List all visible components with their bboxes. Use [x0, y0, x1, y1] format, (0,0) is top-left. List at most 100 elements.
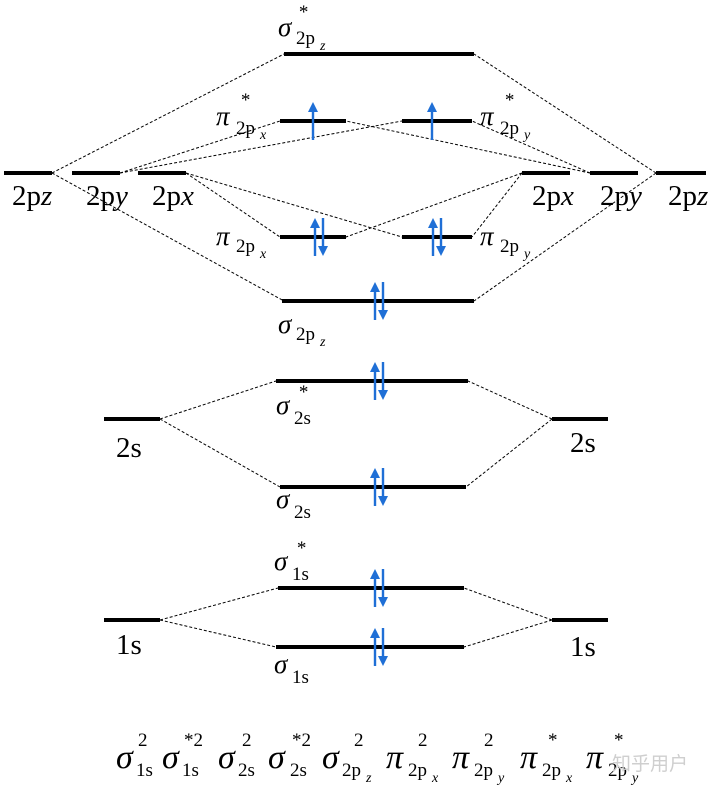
label-sigma-star-2s: σ — [276, 390, 291, 420]
config-pi-2py-axis: y — [496, 771, 505, 786]
label-sigma-2s-sub: 2s — [294, 502, 311, 523]
config-pi-star-2px-axis: x — [565, 771, 573, 786]
conn-2pz-right-to-sigma-star — [473, 53, 657, 174]
electron-up-arrow-icon — [370, 628, 380, 666]
label-1s-right: 1s — [570, 631, 596, 663]
label-pi-2px-sub: 2p — [236, 236, 255, 257]
conn-2px-left-to-pi-x — [185, 172, 281, 238]
atomic-orbital-labels: 2pz 2py 2px 2px 2py 2pz 2s 2s 1s 1s — [12, 180, 708, 663]
label-sigma-star-2pz-star: * — [298, 2, 308, 23]
config-pi-2px: π — [386, 739, 404, 776]
conn-2s-right-to-sigma — [465, 418, 553, 488]
label-pi-star-2py-sub: 2p — [500, 118, 519, 139]
label-2s-right: 2s — [570, 427, 596, 459]
conn-1s-left-to-sigma — [159, 619, 277, 648]
electron-down-arrow-icon — [318, 218, 328, 256]
label-pi-2py-sub: 2p — [500, 236, 519, 257]
config-sigma-star-2s-sup: *2 — [292, 730, 311, 751]
electron-up-arrow-icon — [428, 218, 438, 256]
config-pi-star-2px: π — [520, 739, 538, 776]
label-2s-left: 2s — [116, 432, 142, 464]
config-pi-star-2py-axis: y — [630, 771, 639, 786]
conn-2py-right-to-pi-star-x — [345, 120, 591, 174]
electron-down-arrow-icon — [378, 569, 388, 607]
label-sigma-2s: σ — [276, 484, 291, 514]
conn-1s-right-to-sigma-star — [463, 587, 553, 621]
config-sigma-star-1s-sup: *2 — [184, 730, 203, 751]
config-sigma-star-1s-sub: 1s — [182, 760, 199, 781]
electron-up-arrow-icon — [310, 218, 320, 256]
conn-2pz-left-to-sigma-star — [51, 53, 285, 174]
conn-1s-right-to-sigma — [463, 619, 553, 648]
config-sigma-2s: σ — [218, 739, 236, 776]
electron-up-arrow-icon — [370, 569, 380, 607]
config-sigma-star-1s: σ — [162, 739, 180, 776]
config-sigma-2pz-sub: 2p — [342, 760, 361, 781]
conn-2px-right-to-pi-x — [345, 172, 523, 238]
config-pi-2px-axis: x — [431, 771, 439, 786]
config-pi-star-2py: π — [586, 739, 604, 776]
config-pi-star-2py-sub: 2p — [608, 760, 627, 781]
label-1s-left: 1s — [116, 629, 142, 661]
config-sigma-2pz-axis: z — [365, 771, 372, 786]
config-sigma-1s-sup: 2 — [138, 730, 148, 751]
config-sigma-2pz-sup: 2 — [354, 730, 364, 751]
conn-2s-left-to-sigma-star — [159, 380, 277, 420]
config-pi-star-2py-sup: * — [614, 730, 624, 751]
conn-1s-left-to-sigma-star — [159, 587, 279, 621]
label-2pz-left: 2pz — [12, 180, 52, 212]
label-sigma-star-2pz: σ — [278, 12, 293, 42]
label-sigma-2pz-sub: 2p — [296, 324, 315, 345]
config-pi-2px-sub: 2p — [408, 760, 427, 781]
electron-down-arrow-icon — [378, 362, 388, 400]
electron-down-arrow-icon — [436, 218, 446, 256]
conn-2py-left-to-pi-star-x — [119, 120, 281, 174]
label-2px-left: 2px — [152, 180, 194, 212]
conn-2pz-left-to-sigma — [51, 172, 285, 302]
config-pi-2py-sub: 2p — [474, 760, 493, 781]
label-pi-2py-axis: y — [522, 247, 531, 262]
label-sigma-star-1s-star: * — [296, 538, 306, 559]
label-pi-star-2py: π — [480, 101, 495, 131]
label-sigma-2pz-axis: z — [319, 335, 326, 350]
label-2pz-right: 2pz — [668, 180, 708, 212]
electron-up-arrow-icon — [427, 102, 437, 140]
label-sigma-star-2s-star: * — [298, 382, 308, 403]
conn-2pz-right-to-sigma — [473, 172, 657, 302]
label-pi-2px: π — [216, 221, 231, 251]
conn-2py-left-to-pi-star-y — [119, 120, 403, 174]
label-pi-2px-axis: x — [259, 247, 267, 262]
label-2py-left: 2py — [86, 180, 128, 212]
electron-configuration: σ 2 1s σ *2 1s σ 2 2s σ *2 2s σ 2 2p z π… — [116, 730, 639, 786]
config-pi-star-2px-sup: * — [548, 730, 558, 751]
watermark-text: 知乎用户 — [612, 753, 688, 775]
config-pi-2py-sup: 2 — [484, 730, 494, 751]
label-pi-star-2px: π — [216, 101, 231, 131]
mo-labels: σ * 2p z π * 2p x π * 2p y π 2p x π 2p y… — [216, 2, 531, 688]
config-sigma-2s-sub: 2s — [238, 760, 255, 781]
label-pi-star-2px-sub: 2p — [236, 118, 255, 139]
label-sigma-star-1s-sub: 1s — [292, 564, 309, 585]
conn-2s-right-to-sigma-star — [467, 380, 553, 420]
config-sigma-star-2s-sub: 2s — [290, 760, 307, 781]
label-sigma-star-2pz-sub: 2p — [296, 28, 315, 49]
config-sigma-star-2s: σ — [268, 739, 286, 776]
electrons — [308, 102, 446, 666]
config-sigma-1s-sub: 1s — [136, 760, 153, 781]
label-sigma-star-1s: σ — [274, 546, 289, 576]
label-sigma-1s: σ — [274, 649, 289, 679]
config-pi-2py: π — [452, 739, 470, 776]
conn-2py-right-to-pi-star-y — [471, 120, 591, 174]
conn-2px-left-to-pi-y — [185, 172, 403, 238]
electron-down-arrow-icon — [378, 468, 388, 506]
label-pi-star-2py-star: * — [504, 90, 514, 111]
label-pi-star-2py-axis: y — [522, 128, 531, 143]
electron-up-arrow-icon — [370, 362, 380, 400]
conn-2px-right-to-pi-y — [471, 172, 523, 238]
label-sigma-2pz: σ — [278, 309, 293, 339]
label-pi-star-2px-star: * — [240, 90, 250, 111]
label-sigma-1s-sub: 1s — [292, 667, 309, 688]
electron-up-arrow-icon — [370, 282, 380, 320]
label-2px-right: 2px — [532, 180, 574, 212]
